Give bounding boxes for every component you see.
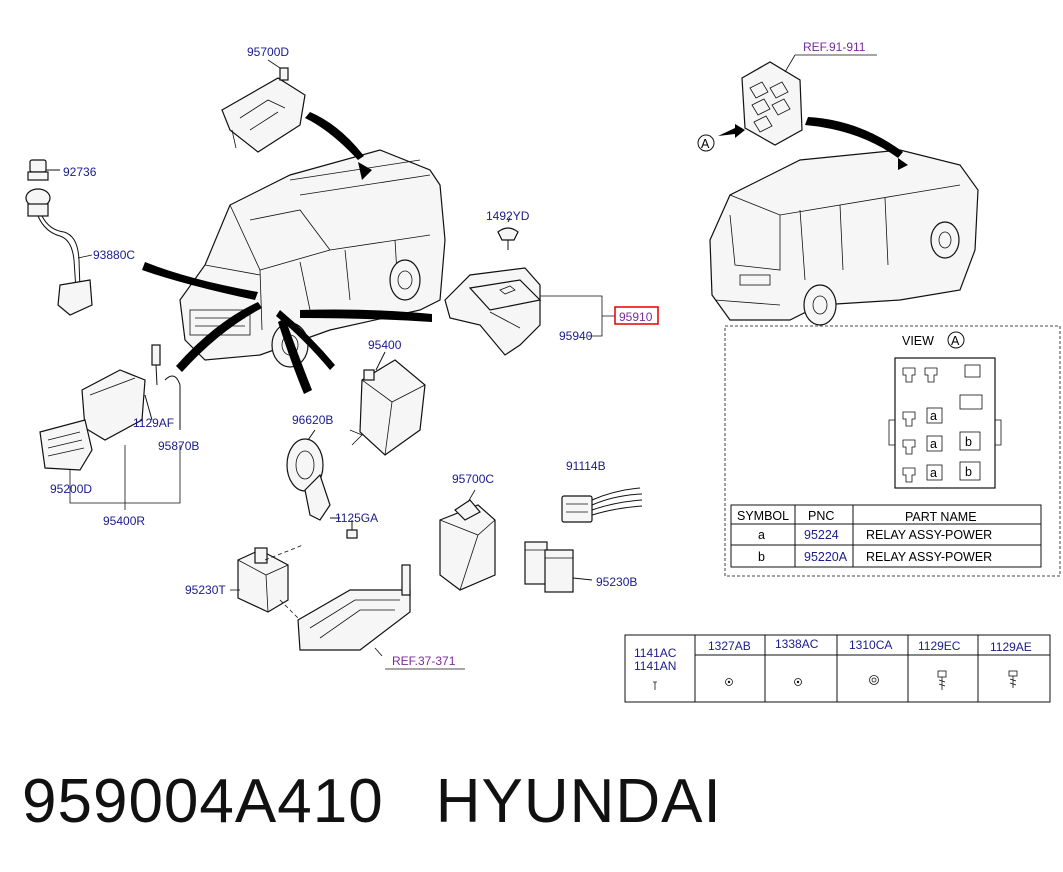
part-91114B-connector[interactable] [561, 487, 643, 523]
fastener-icon-1129AE [1008, 670, 1018, 688]
van-front-illustration [179, 149, 446, 368]
fastener-col1-line2[interactable]: 1141AN [634, 659, 676, 673]
leader-swooshes-left [142, 112, 432, 394]
part-95400-module[interactable] [349, 351, 426, 456]
callout-ref-91-911[interactable]: REF.91-911 [803, 40, 866, 54]
part-95230B-relay[interactable] [524, 541, 593, 593]
symbol-table-row2-pnc[interactable]: 95220A [804, 550, 848, 564]
symbol-table-row1-symbol: a [758, 528, 765, 542]
footer-part-number: 959004A410 [22, 767, 384, 836]
fastener-header-1338AC[interactable]: 1338AC [775, 637, 819, 651]
symbol-table-row2-name: RELAY ASSY-POWER [866, 550, 992, 564]
view-mark-b-1: b [965, 435, 972, 449]
view-a-arrow [718, 124, 745, 138]
symbol-table-header-part-name: PART NAME [905, 510, 977, 524]
part-93880C-cable[interactable] [25, 188, 93, 316]
callout-95200D[interactable]: 95200D [50, 482, 92, 496]
view-mark-a-2: a [930, 437, 937, 451]
symbol-table-header-pnc: PNC [808, 509, 834, 523]
view-a-title-circle [947, 331, 965, 349]
callout-96620B[interactable]: 96620B [292, 413, 333, 427]
callout-95700D[interactable]: 95700D [247, 45, 289, 59]
view-a-marker-letter: A [701, 137, 710, 151]
fastener-icon-1129EC [937, 670, 947, 690]
bracket-95400R [69, 445, 181, 510]
fastener-col1-line1[interactable]: 1141AC [634, 646, 677, 660]
part-95400R-unit[interactable] [81, 344, 181, 441]
view-mark-a-1: a [930, 409, 937, 423]
view-mark-b-2: b [965, 465, 972, 479]
fastener-header-1129AE[interactable]: 1129AE [990, 640, 1032, 654]
van-rear-illustration [709, 149, 979, 326]
view-a-panel [724, 325, 1061, 577]
view-a-title: VIEW [902, 334, 934, 348]
symbol-table-row1-pnc[interactable]: 95224 [804, 528, 839, 542]
dashed-link-95230T [264, 544, 304, 621]
callout-1492YD[interactable]: 1492YD [486, 209, 530, 223]
part-95230T-box[interactable] [237, 547, 289, 613]
part-95940-bracket[interactable] [444, 267, 542, 356]
view-a-title-letter: A [951, 334, 960, 348]
fastener-icon-1310CA [869, 675, 879, 685]
callout-95230B[interactable]: 95230B [596, 575, 637, 589]
part-95700D-module[interactable] [221, 67, 306, 153]
part-1125GA-bolt[interactable] [330, 517, 358, 539]
highlight-box-95910[interactable] [614, 306, 659, 325]
symbol-table-row1-name: RELAY ASSY-POWER [866, 528, 992, 542]
fastener-header-1327AB[interactable]: 1327AB [708, 639, 751, 653]
callout-95400R[interactable]: 95400R [103, 514, 145, 528]
tray-ref37[interactable] [297, 564, 411, 657]
callout-95910[interactable]: 95910 [619, 310, 653, 324]
callout-95870B[interactable]: 95870B [158, 439, 199, 453]
relay-box-top-view [888, 357, 1002, 489]
callout-93880C[interactable]: 93880C [93, 248, 135, 262]
symbol-table [730, 504, 1042, 568]
part-96620B-horn[interactable] [286, 429, 331, 521]
symbol-table-header-symbol: SYMBOL [737, 509, 789, 523]
leader-swoosh-right [805, 117, 908, 170]
callout-91114B[interactable]: 91114B [566, 459, 606, 473]
callout-ref-37-371[interactable]: REF.37-371 [392, 654, 456, 668]
fastener-icon-1141 [653, 681, 657, 690]
callout-1125GA[interactable]: 1125GA [335, 511, 378, 525]
callout-95940[interactable]: 95940 [559, 329, 593, 343]
callout-95400[interactable]: 95400 [368, 338, 402, 352]
part-1492YD-clip[interactable] [497, 217, 519, 250]
fastener-icon-1338AC [794, 678, 802, 686]
leader-95910 [540, 295, 615, 337]
part-95700C-module[interactable] [439, 489, 496, 591]
callout-92736[interactable]: 92736 [63, 165, 97, 179]
symbol-table-row2-symbol: b [758, 550, 765, 564]
part-92736-sensor[interactable] [27, 159, 60, 181]
part-95200D-unit[interactable] [39, 419, 93, 471]
fastener-table [624, 634, 1051, 703]
view-mark-a-3: a [930, 466, 937, 480]
footer-title: 959004A410 HYUNDAI [22, 766, 774, 837]
callout-95700C[interactable]: 95700C [452, 472, 494, 486]
fastener-header-1129EC[interactable]: 1129EC [918, 639, 961, 653]
relay-box-ref91[interactable] [741, 61, 803, 146]
fastener-header-1310CA[interactable]: 1310CA [849, 638, 892, 652]
callout-1129AF[interactable]: 1129AF [133, 416, 174, 430]
fastener-icon-1327AB [725, 678, 733, 686]
footer-brand: HYUNDAI [435, 767, 722, 836]
view-a-marker [697, 134, 715, 152]
callout-95230T[interactable]: 95230T [185, 583, 226, 597]
